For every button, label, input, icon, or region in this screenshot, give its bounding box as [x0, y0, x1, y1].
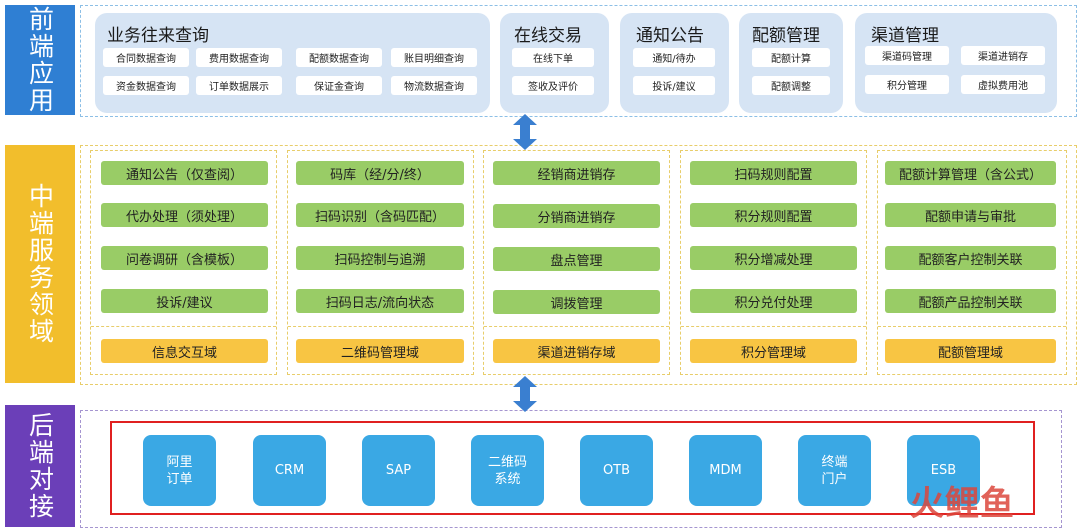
front-item[interactable]: 通知/待办	[633, 48, 715, 67]
front-panel-online-trade: 在线交易 在线下单 签收及评价	[500, 13, 609, 113]
middle-item[interactable]: 积分兑付处理	[690, 289, 857, 313]
middle-domain-label[interactable]: 积分管理域	[690, 339, 857, 363]
double-arrow-icon	[513, 114, 537, 150]
front-item[interactable]: 订单数据展示	[196, 76, 282, 95]
middle-item[interactable]: 配额申请与审批	[885, 203, 1056, 227]
front-item[interactable]: 渠道码管理	[865, 46, 949, 65]
watermark-logo: 火鲤鱼	[910, 484, 1015, 524]
front-item[interactable]: 保证金查询	[296, 76, 382, 95]
middle-item[interactable]: 积分规则配置	[690, 203, 857, 227]
system-terminal-portal[interactable]: 终端 门户	[798, 435, 871, 506]
front-panel-channel: 渠道管理 渠道码管理 渠道进销存 积分管理 虚拟费用池	[855, 13, 1057, 113]
column-divider	[288, 326, 473, 327]
front-panel-title: 在线交易	[514, 26, 582, 46]
middle-domain-label[interactable]: 信息交互域	[101, 339, 268, 363]
front-item[interactable]: 费用数据查询	[196, 48, 282, 67]
front-panel-business-query: 业务往来查询 合同数据查询 费用数据查询 配额数据查询 账目明细查询 资金数据查…	[95, 13, 490, 113]
front-panel-title: 渠道管理	[871, 26, 939, 46]
middle-item[interactable]: 扫码识别（含码匹配）	[296, 203, 464, 227]
layer-label-middle: 中端服务领域	[5, 145, 75, 383]
front-item[interactable]: 签收及评价	[512, 76, 594, 95]
middle-item[interactable]: 问卷调研（含模板）	[101, 246, 268, 270]
middle-region	[80, 145, 1077, 385]
middle-item[interactable]: 积分增减处理	[690, 246, 857, 270]
front-panel-title: 通知公告	[636, 26, 704, 46]
front-item[interactable]: 积分管理	[865, 75, 949, 94]
layer-label-front: 前端应用	[5, 5, 75, 115]
front-item[interactable]: 在线下单	[512, 48, 594, 67]
middle-item[interactable]: 调拨管理	[493, 290, 660, 314]
middle-column-channel: 经销商进销存 分销商进销存 盘点管理 调拨管理 渠道进销存域	[483, 150, 670, 375]
column-divider	[681, 326, 866, 327]
middle-item[interactable]: 扫码日志/流向状态	[296, 289, 464, 313]
front-item[interactable]: 配额计算	[752, 48, 830, 67]
front-panel-title: 业务往来查询	[107, 26, 209, 46]
column-divider	[878, 326, 1066, 327]
column-divider	[91, 326, 276, 327]
middle-item[interactable]: 投诉/建议	[101, 289, 268, 313]
system-ali-order[interactable]: 阿里 订单	[143, 435, 216, 506]
middle-item[interactable]: 分销商进销存	[493, 204, 660, 228]
double-arrow-icon	[513, 376, 537, 412]
layer-label-back: 后端对接	[5, 405, 75, 527]
middle-domain-label[interactable]: 配额管理域	[885, 339, 1056, 363]
middle-item[interactable]: 通知公告（仅查阅）	[101, 161, 268, 185]
front-item[interactable]: 合同数据查询	[103, 48, 189, 67]
front-item[interactable]: 配额数据查询	[296, 48, 382, 67]
system-qrcode[interactable]: 二维码 系统	[471, 435, 544, 506]
system-crm[interactable]: CRM	[253, 435, 326, 506]
middle-column-info: 通知公告（仅查阅） 代办处理（须处理） 问卷调研（含模板） 投诉/建议 信息交互…	[90, 150, 277, 375]
column-divider	[484, 326, 669, 327]
front-item[interactable]: 虚拟费用池	[961, 75, 1045, 94]
middle-item[interactable]: 配额计算管理（含公式）	[885, 161, 1056, 185]
front-panel-title: 配额管理	[752, 26, 820, 46]
middle-column-quota: 配额计算管理（含公式） 配额申请与审批 配额客户控制关联 配额产品控制关联 配额…	[877, 150, 1067, 375]
front-panel-quota: 配额管理 配额计算 配额调整	[739, 13, 843, 113]
front-panel-notice: 通知公告 通知/待办 投诉/建议	[620, 13, 729, 113]
middle-column-points: 扫码规则配置 积分规则配置 积分增减处理 积分兑付处理 积分管理域	[680, 150, 867, 375]
middle-item[interactable]: 扫码规则配置	[690, 161, 857, 185]
middle-item[interactable]: 扫码控制与追溯	[296, 246, 464, 270]
front-item[interactable]: 渠道进销存	[961, 46, 1045, 65]
middle-item[interactable]: 盘点管理	[493, 247, 660, 271]
front-item[interactable]: 资金数据查询	[103, 76, 189, 95]
middle-item[interactable]: 代办处理（须处理）	[101, 203, 268, 227]
middle-domain-label[interactable]: 渠道进销存域	[493, 339, 660, 363]
middle-item[interactable]: 配额客户控制关联	[885, 246, 1056, 270]
back-region	[80, 410, 1062, 528]
system-esb[interactable]: ESB	[907, 435, 980, 506]
middle-domain-label[interactable]: 二维码管理域	[296, 339, 464, 363]
middle-item[interactable]: 经销商进销存	[493, 161, 660, 185]
system-sap[interactable]: SAP	[362, 435, 435, 506]
middle-item[interactable]: 配额产品控制关联	[885, 289, 1056, 313]
front-item[interactable]: 物流数据查询	[391, 76, 477, 95]
front-region	[80, 5, 1077, 117]
middle-item[interactable]: 码库（经/分/终）	[296, 161, 464, 185]
front-item[interactable]: 配额调整	[752, 76, 830, 95]
front-item[interactable]: 投诉/建议	[633, 76, 715, 95]
front-item[interactable]: 账目明细查询	[391, 48, 477, 67]
systems-highlight-box	[110, 421, 1035, 515]
middle-column-qrcode: 码库（经/分/终） 扫码识别（含码匹配） 扫码控制与追溯 扫码日志/流向状态 二…	[287, 150, 474, 375]
system-otb[interactable]: OTB	[580, 435, 653, 506]
system-mdm[interactable]: MDM	[689, 435, 762, 506]
